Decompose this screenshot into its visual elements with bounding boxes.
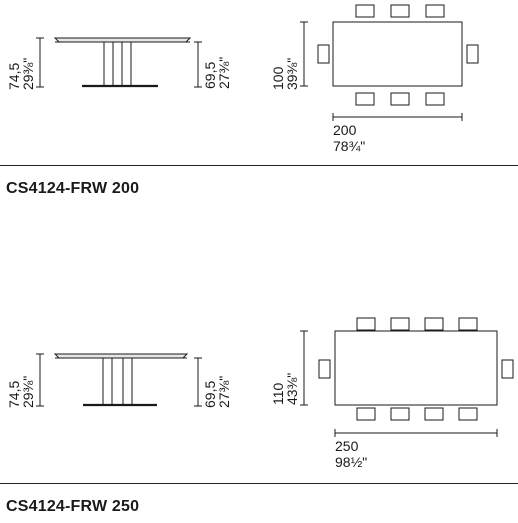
plan-view-2	[318, 317, 514, 421]
length-cm-label: 200	[333, 122, 357, 138]
table-top	[53, 37, 192, 43]
height-cm-label: 74,5	[6, 381, 22, 408]
clearance-cm-label: 69,5	[202, 62, 218, 89]
chair	[390, 407, 410, 421]
section-divider	[0, 165, 518, 166]
width-cm-label: 110	[270, 382, 286, 405]
clearance-in-label: 27⅜"	[216, 57, 232, 89]
chair	[424, 317, 444, 331]
chair	[355, 92, 375, 106]
pedestal-left	[103, 41, 114, 87]
table-plan	[334, 330, 498, 406]
plan-view-1	[317, 4, 479, 106]
chair	[390, 317, 410, 331]
height-in-label: 29⅜"	[20, 58, 36, 90]
chair	[458, 317, 478, 331]
chair	[501, 359, 514, 379]
height-dimension-2	[36, 353, 44, 407]
width-dimension-2	[300, 330, 308, 406]
width-cm-label: 100	[270, 66, 286, 90]
length-dimension-1	[332, 113, 463, 121]
chair	[356, 317, 376, 331]
width-dimension-1	[300, 21, 308, 87]
height-dimension-1	[36, 37, 44, 88]
chair	[317, 44, 330, 64]
model-title: CS4124-FRW 250	[6, 498, 140, 515]
chair	[466, 44, 479, 64]
clearance-in-label: 27⅜"	[216, 376, 232, 408]
length-cm-label: 250	[335, 438, 359, 454]
length-in-label: 78¾"	[333, 138, 365, 154]
length-dimension-2	[334, 429, 498, 437]
chair	[425, 92, 445, 106]
section-1-drawings: 74,5 29⅜" 69,5 27⅜" 100 39⅜"	[6, 4, 479, 154]
chair	[390, 4, 410, 18]
section-2-drawings: 74,5 29⅜" 69,5 27⅜" 110 43⅜"	[6, 317, 514, 470]
chair	[356, 407, 376, 421]
chair	[355, 4, 375, 18]
table-plan	[332, 21, 463, 87]
chair	[424, 407, 444, 421]
width-in-label: 43⅜"	[284, 373, 300, 405]
pedestal-right	[122, 357, 133, 406]
section-divider	[0, 483, 518, 484]
pedestal-right	[121, 41, 132, 87]
chair	[318, 359, 331, 379]
clearance-dimension-2	[194, 357, 202, 407]
pedestal-left	[102, 357, 113, 406]
table-top	[53, 353, 189, 359]
model-title: CS4124-FRW 200	[6, 180, 140, 197]
height-cm-label: 74,5	[6, 63, 22, 90]
length-in-label: 98½"	[335, 454, 367, 470]
clearance-cm-label: 69,5	[202, 381, 218, 408]
chair	[390, 92, 410, 106]
width-in-label: 39⅜"	[284, 58, 300, 90]
side-elevation-1	[53, 37, 192, 88]
chair	[425, 4, 445, 18]
clearance-dimension-1	[194, 41, 202, 88]
height-in-label: 29⅜"	[20, 376, 36, 408]
chair	[458, 407, 478, 421]
side-elevation-2	[53, 353, 189, 407]
